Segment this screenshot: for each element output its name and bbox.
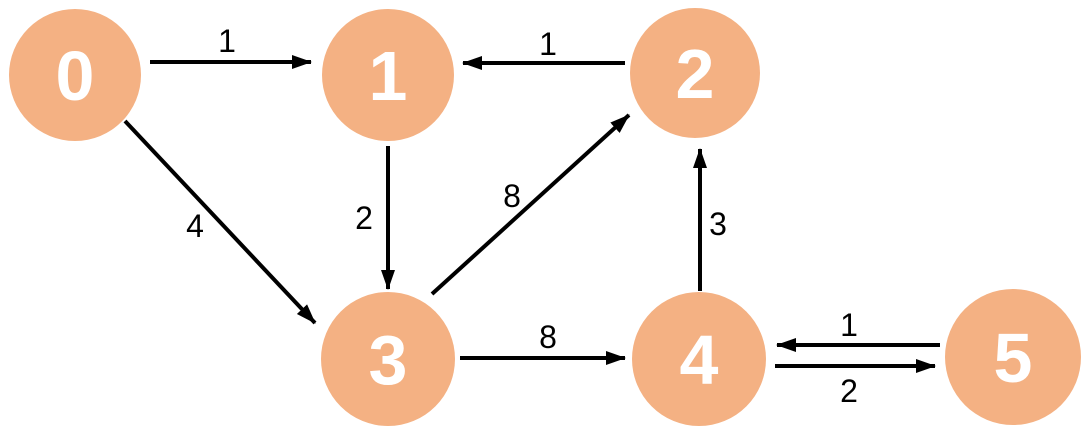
edge-weight-4-5: 2 — [840, 373, 858, 409]
node-label-3: 3 — [369, 321, 408, 399]
edge-3-2 — [430, 113, 631, 296]
edge-weight-0-3: 4 — [186, 208, 204, 244]
nodes-layer: 0 1 2 3 4 5 — [9, 8, 1081, 426]
edge-weight-3-2: 8 — [503, 178, 521, 214]
edge-0-3 — [123, 119, 317, 325]
node-5 — [945, 289, 1081, 425]
edges-layer: 1 1 4 2 8 8 3 1 2 — [123, 23, 940, 409]
node-2 — [630, 8, 760, 138]
node-1 — [322, 9, 454, 141]
edge-weight-3-4: 8 — [539, 319, 557, 355]
node-label-0: 0 — [56, 37, 95, 115]
node-label-1: 1 — [369, 37, 408, 115]
node-label-2: 2 — [676, 35, 715, 113]
edge-weight-1-3: 2 — [355, 200, 373, 236]
node-0 — [9, 9, 141, 141]
node-label-4: 4 — [680, 321, 719, 399]
edge-weight-4-2: 3 — [709, 206, 727, 242]
edge-weight-0-1: 1 — [218, 23, 236, 59]
node-label-5: 5 — [994, 319, 1033, 397]
node-3 — [321, 292, 455, 426]
node-4 — [632, 292, 766, 426]
edge-weight-5-4: 1 — [840, 307, 858, 343]
edge-weight-2-1: 1 — [539, 26, 557, 62]
